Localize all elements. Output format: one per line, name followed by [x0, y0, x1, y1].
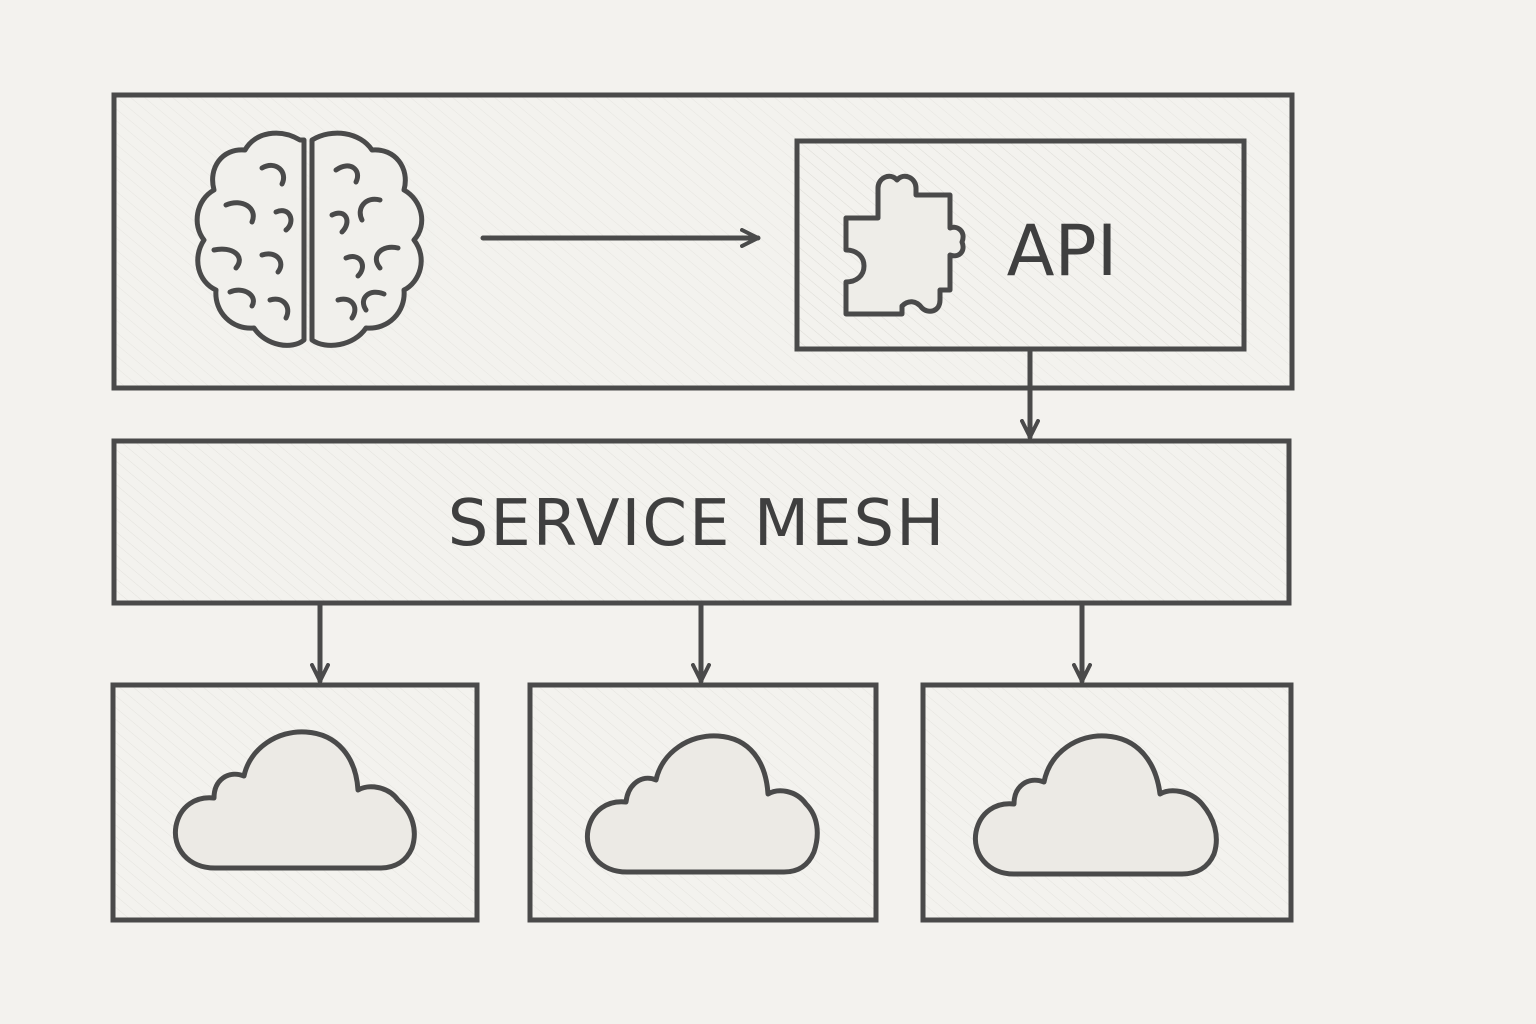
cloud-icon — [172, 729, 417, 871]
cloud-box-3 — [920, 682, 1294, 923]
cloud-box-2 — [527, 682, 879, 923]
service-mesh-label: SERVICE MESH — [448, 487, 947, 561]
cloud-icon — [584, 733, 820, 875]
service-mesh-box — [111, 438, 1292, 606]
puzzle-piece-icon — [843, 173, 966, 317]
cloud-icon — [972, 733, 1219, 877]
api-label: API — [1007, 210, 1118, 292]
cloud-box-1 — [110, 682, 480, 923]
brain-icon — [194, 130, 436, 355]
